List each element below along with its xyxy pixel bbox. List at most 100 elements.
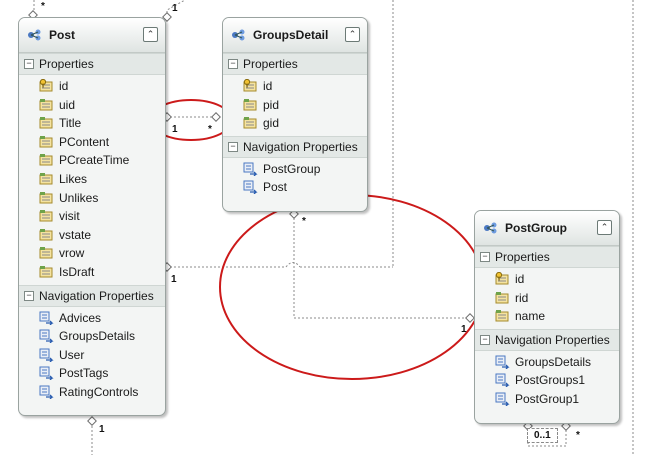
property-row[interactable]: Unlikes [19,189,165,208]
property-icon [495,291,510,305]
property-row[interactable]: visit [19,207,165,226]
multiplicity-label: * [576,430,580,441]
navigation-header[interactable]: − Navigation Properties [223,135,367,158]
navigation-property-name: PostGroup [263,161,321,176]
multiplicity-label: * [208,124,212,135]
property-row[interactable]: Likes [19,170,165,189]
navigation-property-name: PostGroups1 [515,373,586,388]
entity-title: PostGroup [505,221,567,235]
navigation-property-icon [495,355,510,370]
property-icon [39,172,54,186]
property-row[interactable]: vstate [19,226,165,245]
property-icon [243,98,258,112]
collapse-button[interactable]: ⌃ [345,27,360,42]
multiplicity-label: 1 [172,3,178,14]
property-row[interactable]: PContent [19,133,165,152]
navigation-header[interactable]: − Navigation Properties [19,284,165,307]
section-toggle-icon[interactable]: − [228,141,238,152]
property-icon [39,191,54,205]
section-toggle-icon[interactable]: − [480,334,490,345]
section-toggle-icon[interactable]: − [228,59,238,69]
navigation-property-name: RatingControls [59,384,139,399]
multiplicity-label: * [302,216,306,227]
section-toggle-icon[interactable]: − [24,59,34,69]
multiplicity-label: 1 [99,424,105,435]
navigation-property-row[interactable]: GroupsDetails [475,353,619,372]
property-name: vstate [59,227,92,242]
property-row[interactable]: uid [19,96,165,115]
multiplicity-label: 1 [172,124,178,135]
property-name: PContent [59,134,110,149]
navigation-property-row[interactable]: GroupsDetails [19,327,165,346]
section-label: Properties [243,57,298,71]
property-row[interactable]: name [475,307,619,326]
navigation-property-row[interactable]: PostGroup [223,160,367,179]
navigation-property-icon [39,385,54,400]
navigation-property-icon [39,311,54,325]
property-name: id [59,79,69,93]
entity-icon [484,222,497,234]
connector-diamond [211,112,221,122]
property-icon [39,265,54,279]
navigation-property-row[interactable]: PostGroup1 [475,390,619,409]
properties-header[interactable]: − Properties [475,246,619,268]
properties-header[interactable]: − Properties [19,53,165,75]
navigation-property-name: GroupsDetails [515,354,592,369]
property-name: Title [59,116,82,131]
property-row[interactable]: Title [19,114,165,133]
navigation-property-name: PostGroup1 [515,391,580,406]
property-name: PCreateTime [59,153,130,168]
entity-header[interactable]: Post ⌃ [19,18,165,53]
property-icon [39,246,54,260]
property-row[interactable]: rid [475,289,619,308]
navigation-property-name: GroupsDetails [59,329,136,344]
property-row[interactable]: vrow [19,244,165,263]
property-row[interactable]: IsDraft [19,263,165,282]
entity-title: GroupsDetail [253,28,329,42]
property-row[interactable]: id [223,77,367,96]
property-row[interactable]: id [475,270,619,289]
collapse-button[interactable]: ⌃ [597,220,612,235]
navigation-property-row[interactable]: User [19,346,165,365]
navigation-property-name: User [59,347,85,362]
section-toggle-icon[interactable]: − [480,252,490,262]
section-label: Navigation Properties [495,332,610,347]
multiplicity-label: 1 [171,274,177,285]
entity-icon [28,29,41,41]
property-row[interactable]: id [19,77,165,96]
entity-title: Post [49,28,76,42]
navigation-property-row[interactable]: PostGroups1 [475,371,619,390]
navigation-property-icon [39,366,54,381]
property-row[interactable]: pid [223,96,367,115]
navigation-property-row[interactable]: Advices [19,309,165,328]
navigation-property-row[interactable]: PostTags [19,364,165,383]
key-property-icon [243,78,258,93]
navigation-property-icon [495,392,510,407]
property-icon [39,153,54,167]
section-label: Properties [495,250,550,264]
navigation-header[interactable]: − Navigation Properties [475,328,619,351]
entity-header[interactable]: PostGroup ⌃ [475,211,619,246]
property-name: visit [59,209,80,224]
navigation-property-row[interactable]: RatingControls [19,383,165,402]
property-row[interactable]: PCreateTime [19,151,165,170]
property-row[interactable]: gid [223,114,367,133]
property-icon [243,116,258,130]
navigation-property-name: Post [263,180,288,195]
navigation-property-icon [243,162,258,177]
collapse-button[interactable]: ⌃ [143,27,158,42]
navigation-property-row[interactable]: Post [223,178,367,197]
property-name: name [515,309,546,324]
navigation-property-icon [243,180,258,195]
property-icon [39,228,54,242]
properties-header[interactable]: − Properties [223,53,367,75]
property-name: id [263,79,273,93]
section-toggle-icon[interactable]: − [24,290,34,301]
entity-header[interactable]: GroupsDetail ⌃ [223,18,367,53]
